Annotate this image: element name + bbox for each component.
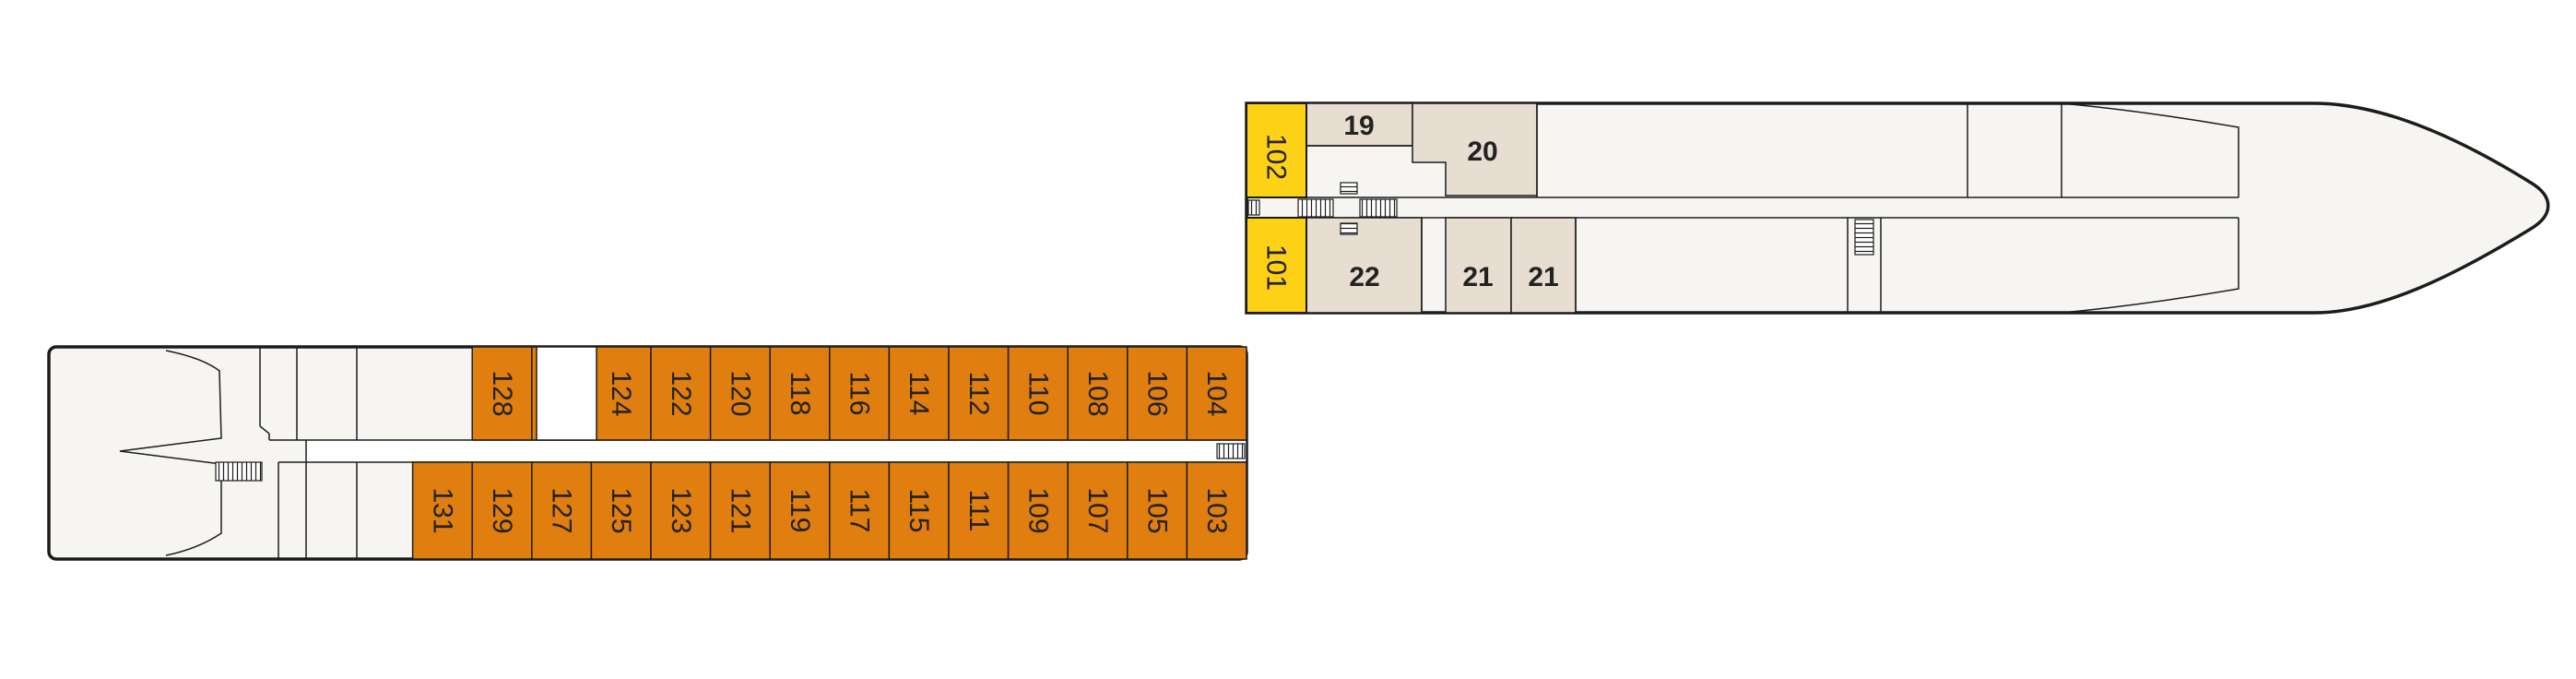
room-22-area [1306, 217, 1423, 314]
cabin-128[interactable] [471, 346, 533, 441]
room-21a-label: 21 [1462, 262, 1493, 292]
cabin-114-label: 114 [904, 372, 934, 416]
room-20-label: 20 [1467, 137, 1497, 167]
cabin-103[interactable] [1186, 461, 1247, 560]
cabin-104-label: 104 [1201, 370, 1232, 416]
cabin-102[interactable] [1246, 102, 1307, 198]
cabin-111[interactable] [948, 461, 1010, 560]
room-21b-area [1510, 217, 1577, 314]
cabin-106[interactable] [1127, 346, 1188, 441]
cabin-127-label: 127 [547, 487, 577, 533]
cabin-124[interactable] [590, 346, 652, 441]
cabin-123[interactable] [650, 461, 712, 560]
lower-corridor [305, 439, 1247, 463]
cabin-110-label: 110 [1022, 372, 1053, 416]
cabin-110[interactable] [1007, 346, 1069, 441]
upper-partitions [1306, 102, 2239, 314]
cabin-109[interactable] [1007, 461, 1069, 560]
cabin-105[interactable] [1127, 461, 1188, 560]
cabin-101[interactable] [1246, 217, 1307, 314]
room-19-area [1306, 102, 1413, 147]
cabin-124-label: 124 [606, 370, 636, 416]
room-19-label: 19 [1343, 111, 1374, 141]
room-22-label: 22 [1349, 262, 1379, 292]
cabin-102-label: 102 [1261, 134, 1292, 180]
cabin-125[interactable] [590, 461, 652, 560]
stairs-icon [1359, 198, 1398, 218]
cabin-131-label: 131 [427, 487, 457, 533]
cabin-122[interactable] [650, 346, 712, 441]
bottom-cabin-row: 131 129 127 125 123 121 119 117 115 111 109 107 105 1… [411, 461, 1247, 560]
stairs-icon [1297, 198, 1334, 218]
cabin-117-label: 117 [845, 489, 875, 533]
cabin-115[interactable] [888, 461, 950, 560]
stairs-icon [215, 461, 263, 482]
cabin-120[interactable] [709, 346, 771, 441]
cabin-125-label: 125 [606, 487, 636, 533]
cabin-118[interactable] [769, 346, 831, 441]
cabin-118-label: 118 [785, 372, 815, 416]
cabin-121-label: 121 [725, 487, 755, 533]
lower-partitions [119, 347, 358, 559]
cabin-123-label: 123 [666, 487, 696, 533]
cabin-107-label: 107 [1082, 487, 1113, 533]
lounge-space [536, 346, 597, 441]
stairs-icon [1340, 182, 1358, 195]
stairs-icon [1340, 222, 1358, 235]
cabin-129-label: 129 [487, 487, 517, 533]
cabin-120-label: 120 [725, 370, 755, 416]
cabin-106-label: 106 [1142, 370, 1173, 416]
cabin-112-label: 112 [963, 372, 994, 416]
cabin-104[interactable] [1186, 346, 1247, 441]
cabin-129[interactable] [471, 461, 533, 560]
cabin-119[interactable] [769, 461, 831, 560]
cabin-103-label: 103 [1201, 487, 1232, 533]
cabin-111-label: 111 [963, 490, 994, 532]
cabin-131[interactable] [411, 461, 473, 560]
room-21b-label: 21 [1528, 262, 1558, 292]
lower-deck: 128126124122120118116114112110108106104 … [47, 345, 1248, 561]
top-cabin-row: 128126124122120118116114112110108106104 [471, 346, 1247, 441]
cabin-128-label: 128 [487, 370, 517, 416]
stairs-icon [1854, 219, 1874, 256]
room-21a-area [1445, 217, 1512, 314]
cabin-108-label: 108 [1082, 370, 1113, 416]
stairs-icon [1247, 199, 1260, 216]
cabin-105-label: 105 [1142, 487, 1173, 533]
cabin-109-label: 109 [1022, 487, 1053, 533]
cabin-122-label: 122 [666, 370, 696, 416]
cabin-117[interactable] [829, 461, 891, 560]
cabin-116-label: 116 [845, 372, 875, 416]
stairs-icon [1216, 443, 1246, 459]
cabin-115-label: 115 [904, 489, 934, 533]
cabin-101-label: 101 [1261, 244, 1292, 291]
cabin-119-label: 119 [785, 489, 815, 533]
upper-deck: 102 101 19 20 22 21 21 [1245, 101, 2550, 315]
